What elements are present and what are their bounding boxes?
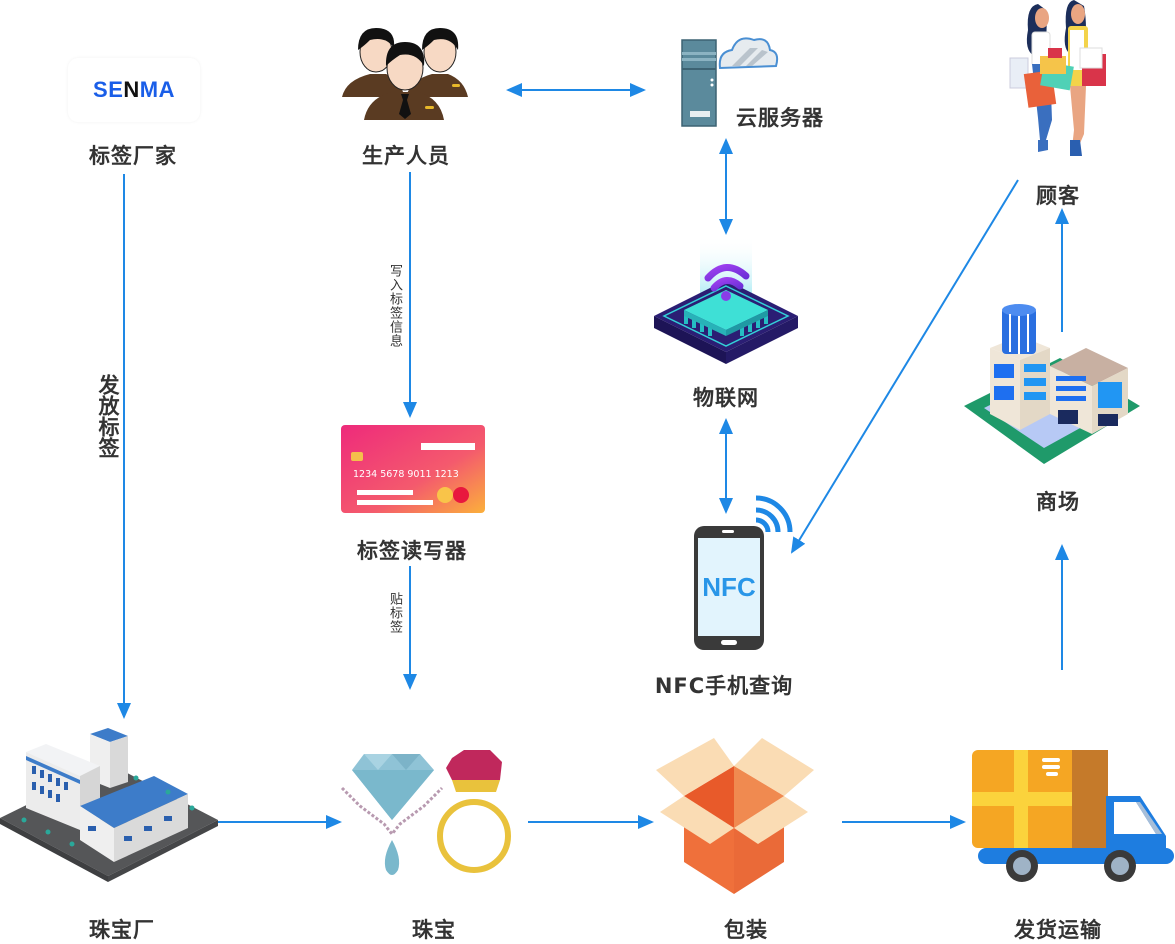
- truck-icon: [972, 750, 1174, 882]
- nfc-phone-icon: NFC: [694, 495, 793, 650]
- box-icon: [656, 738, 814, 894]
- node-label-iot: 物联网: [693, 386, 759, 410]
- node-label-packaging: 包装: [724, 918, 768, 942]
- senma-logo: SENMA: [68, 58, 200, 122]
- node-label-reader: 标签读写器: [357, 539, 467, 563]
- iot-chip-icon: [654, 236, 798, 364]
- phone-screen-text: NFC: [702, 572, 756, 602]
- node-label-shipping: 发货运输: [1014, 918, 1102, 942]
- node-label-customer: 顾客: [1036, 184, 1080, 208]
- shoppers-icon: [1009, 0, 1106, 156]
- mall-building-icon: [964, 304, 1140, 464]
- node-label-jewelry: 珠宝: [412, 918, 456, 942]
- card-number: 1234 5678 9011 1213: [353, 469, 459, 480]
- edge-label-issue-tags: 发放标签: [96, 374, 120, 458]
- arrow-customer-to-phone: [790, 179, 1019, 554]
- node-label-nfc-phone: NFC手机查询: [654, 674, 794, 698]
- node-label-producer: 生产人员: [362, 144, 450, 168]
- staff-group-icon: [342, 28, 468, 120]
- edge-label-write-info: 写入标签信息: [387, 264, 402, 348]
- edge-label-attach-tag: 贴标签: [387, 592, 402, 634]
- factory-icon: [0, 728, 218, 882]
- node-label-tag-maker: 标签厂家: [89, 144, 177, 168]
- card-reader-icon: 1234 5678 9011 1213: [341, 425, 485, 513]
- node-label-mall: 商场: [1036, 490, 1080, 514]
- node-label-cloud: 云服务器: [736, 106, 824, 130]
- node-label-factory: 珠宝厂: [89, 918, 155, 942]
- cloud-server-icon: [681, 37, 779, 127]
- jewelry-icon: [340, 750, 511, 875]
